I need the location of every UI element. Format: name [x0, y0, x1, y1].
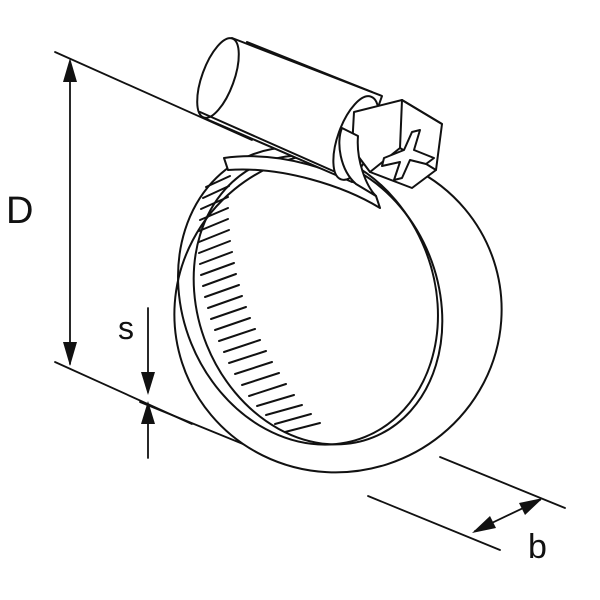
dimension-s-arrows: [141, 307, 155, 459]
dimension-b-label: b: [528, 528, 547, 566]
screw-head: [338, 99, 443, 197]
dimension-d-arrow: [63, 58, 77, 366]
dimension-b-arrow: [472, 498, 543, 533]
band-slots: [198, 175, 321, 433]
dimension-d-label: D: [6, 190, 34, 232]
dimension-s-label: s: [118, 310, 134, 346]
